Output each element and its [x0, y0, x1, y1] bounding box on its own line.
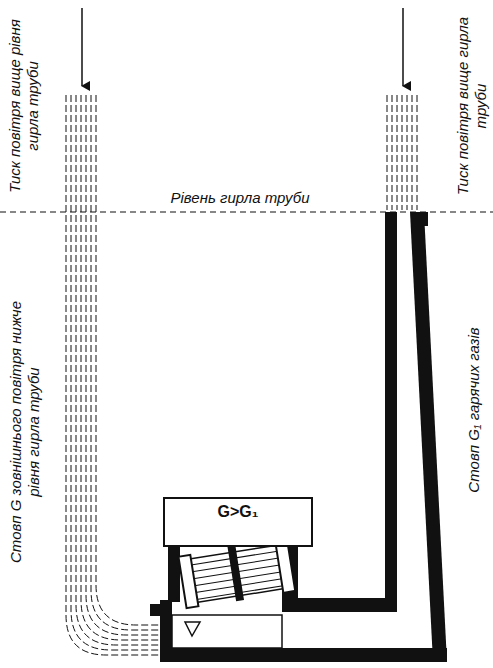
air-column-top [387, 95, 417, 210]
chimney-wall [410, 212, 447, 662]
air-stroke [86, 95, 165, 635]
air-stroke [96, 95, 165, 625]
air-column [66, 95, 165, 655]
air-stroke [387, 95, 388, 210]
chimney-cap [418, 212, 428, 226]
formula-text: G>G₁ [165, 499, 311, 521]
column-label: Стовп G₁ гарячих газів [465, 260, 483, 560]
ash-door [185, 622, 200, 636]
ash-pit [172, 615, 282, 648]
air-stroke [402, 95, 403, 210]
level-label: Рівень гирла труби [130, 189, 350, 207]
air-stroke [417, 95, 418, 210]
air-stroke [71, 95, 165, 650]
air-stroke [66, 95, 165, 655]
grate [178, 537, 295, 610]
air-stroke [412, 95, 413, 210]
air-stroke [397, 95, 398, 210]
air-stroke [392, 95, 393, 210]
flue-wall [282, 598, 397, 612]
air-stroke [76, 95, 165, 645]
firebox-wall [168, 540, 180, 602]
door-hinge [150, 604, 162, 616]
pressure-label: Тиск повітря вище рівня гирла труби [6, 11, 42, 201]
pressure-arrow [81, 8, 83, 86]
column-label: Стовп G зовнішнього повітря нижче рівня … [7, 287, 43, 577]
air-stroke [407, 95, 408, 210]
air-stroke [91, 95, 165, 630]
air-stroke [81, 95, 165, 640]
flue-wall [160, 648, 447, 662]
pressure-label: Тиск повітря вище гирла труби [454, 11, 490, 201]
pressure-arrow [402, 8, 404, 86]
chimney-wall [385, 212, 397, 600]
formula-box: G>G₁ [163, 497, 313, 547]
